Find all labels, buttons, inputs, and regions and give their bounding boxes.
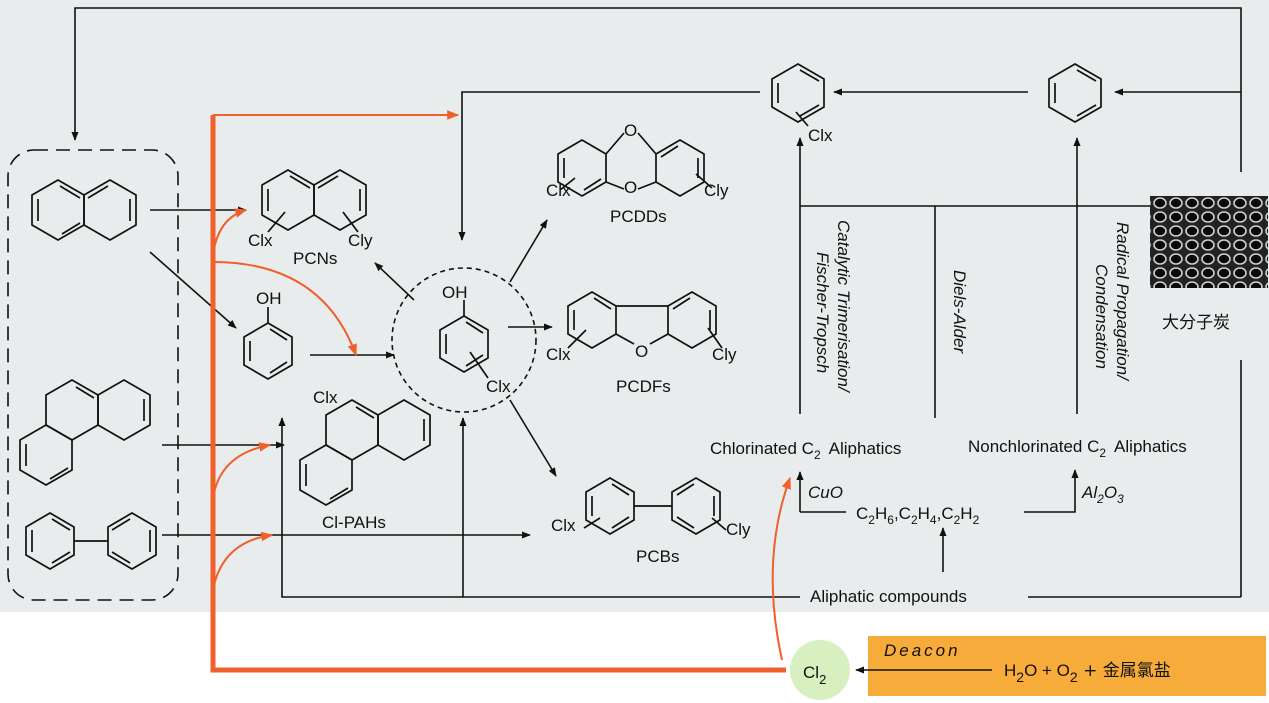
chlorophenol-structure xyxy=(439,300,489,379)
macromolecular-carbon-label: 大分子炭 xyxy=(1162,313,1230,333)
deacon-equation: H2O + O2 + 金属氯盐 xyxy=(1004,661,1171,685)
deacon-label: Deacon xyxy=(884,641,961,660)
pcdfs-clx-label: Clx xyxy=(546,345,571,364)
chlorophenol-oh-label: OH xyxy=(442,283,468,302)
chlorine-pathways xyxy=(210,110,791,673)
c2-hydrocarbons-label: C2H6,C2H4,C2H2 xyxy=(856,504,980,527)
cl2-circle xyxy=(790,640,850,700)
pcns-cly-label: Cly xyxy=(348,231,373,250)
clpahs-clx-label: Clx xyxy=(313,388,338,407)
clpahs-structure xyxy=(299,399,431,506)
fischer-tropsch-label: Fischer-Tropsch xyxy=(813,252,832,373)
clpahs-label: Cl-PAHs xyxy=(322,513,386,532)
pcdds-o-top: O xyxy=(624,121,637,140)
chlorobenzene-structure xyxy=(771,63,825,127)
aliphatic-compounds-label: Aliphatic compounds xyxy=(810,587,967,606)
pcdds-cly-label: Cly xyxy=(704,181,729,200)
phenol-structure xyxy=(243,307,293,380)
right-side-arrows xyxy=(278,88,1241,598)
pcdfs-label: PCDFs xyxy=(616,377,671,396)
pcns-clx-label: Clx xyxy=(248,231,273,250)
pcdds-label: PCDDs xyxy=(610,207,667,226)
precursor-arrows xyxy=(149,206,531,539)
radical-propagation-label: Radical Propagation/ xyxy=(1113,222,1132,382)
chlorophenol-circle xyxy=(391,267,537,413)
aromatic-precursors-box xyxy=(7,149,179,601)
pcdfs-cly-label: Cly xyxy=(712,345,737,364)
phenol-oh-label: OH xyxy=(256,289,282,308)
pcns-label: PCNs xyxy=(293,249,337,268)
catalytic-trimerisation-label: Catalytic Trimerisation/ xyxy=(834,220,853,394)
pcdds-clx-label: Clx xyxy=(546,181,571,200)
chlorophenol-clx-label: Clx xyxy=(486,377,511,396)
pcns-structure xyxy=(261,169,367,233)
pcdds-o-bottom: O xyxy=(624,178,637,197)
cl2-label: Cl2 xyxy=(803,663,826,687)
pcbs-cly-label: Cly xyxy=(726,520,751,539)
macromolecular-carbon-image xyxy=(1150,196,1268,288)
biphenyl-structure xyxy=(25,512,157,570)
pcdfs-structure xyxy=(567,291,723,349)
pcdfs-o-label: O xyxy=(635,342,648,361)
top-feedback-arrow xyxy=(71,7,1242,172)
cuo-label: CuO xyxy=(808,483,843,502)
deacon-reaction-box xyxy=(868,636,1266,696)
chlorobenzene-clx-label: Clx xyxy=(808,126,833,145)
pcbs-clx-label: Clx xyxy=(551,516,576,535)
benzene-structure xyxy=(1048,63,1102,123)
circle-arrows xyxy=(374,219,557,477)
pcbs-structure xyxy=(583,477,727,535)
diels-alder-label: Diels-Alder xyxy=(950,270,969,354)
condensation-label: Condensation xyxy=(1092,264,1111,369)
phenanthrene-structure xyxy=(19,379,151,486)
naphthalene-structure xyxy=(31,179,137,241)
pcbs-label: PCBs xyxy=(636,547,679,566)
al2o3-label: Al2O3 xyxy=(1081,483,1124,506)
pcdds-structure xyxy=(557,132,713,197)
